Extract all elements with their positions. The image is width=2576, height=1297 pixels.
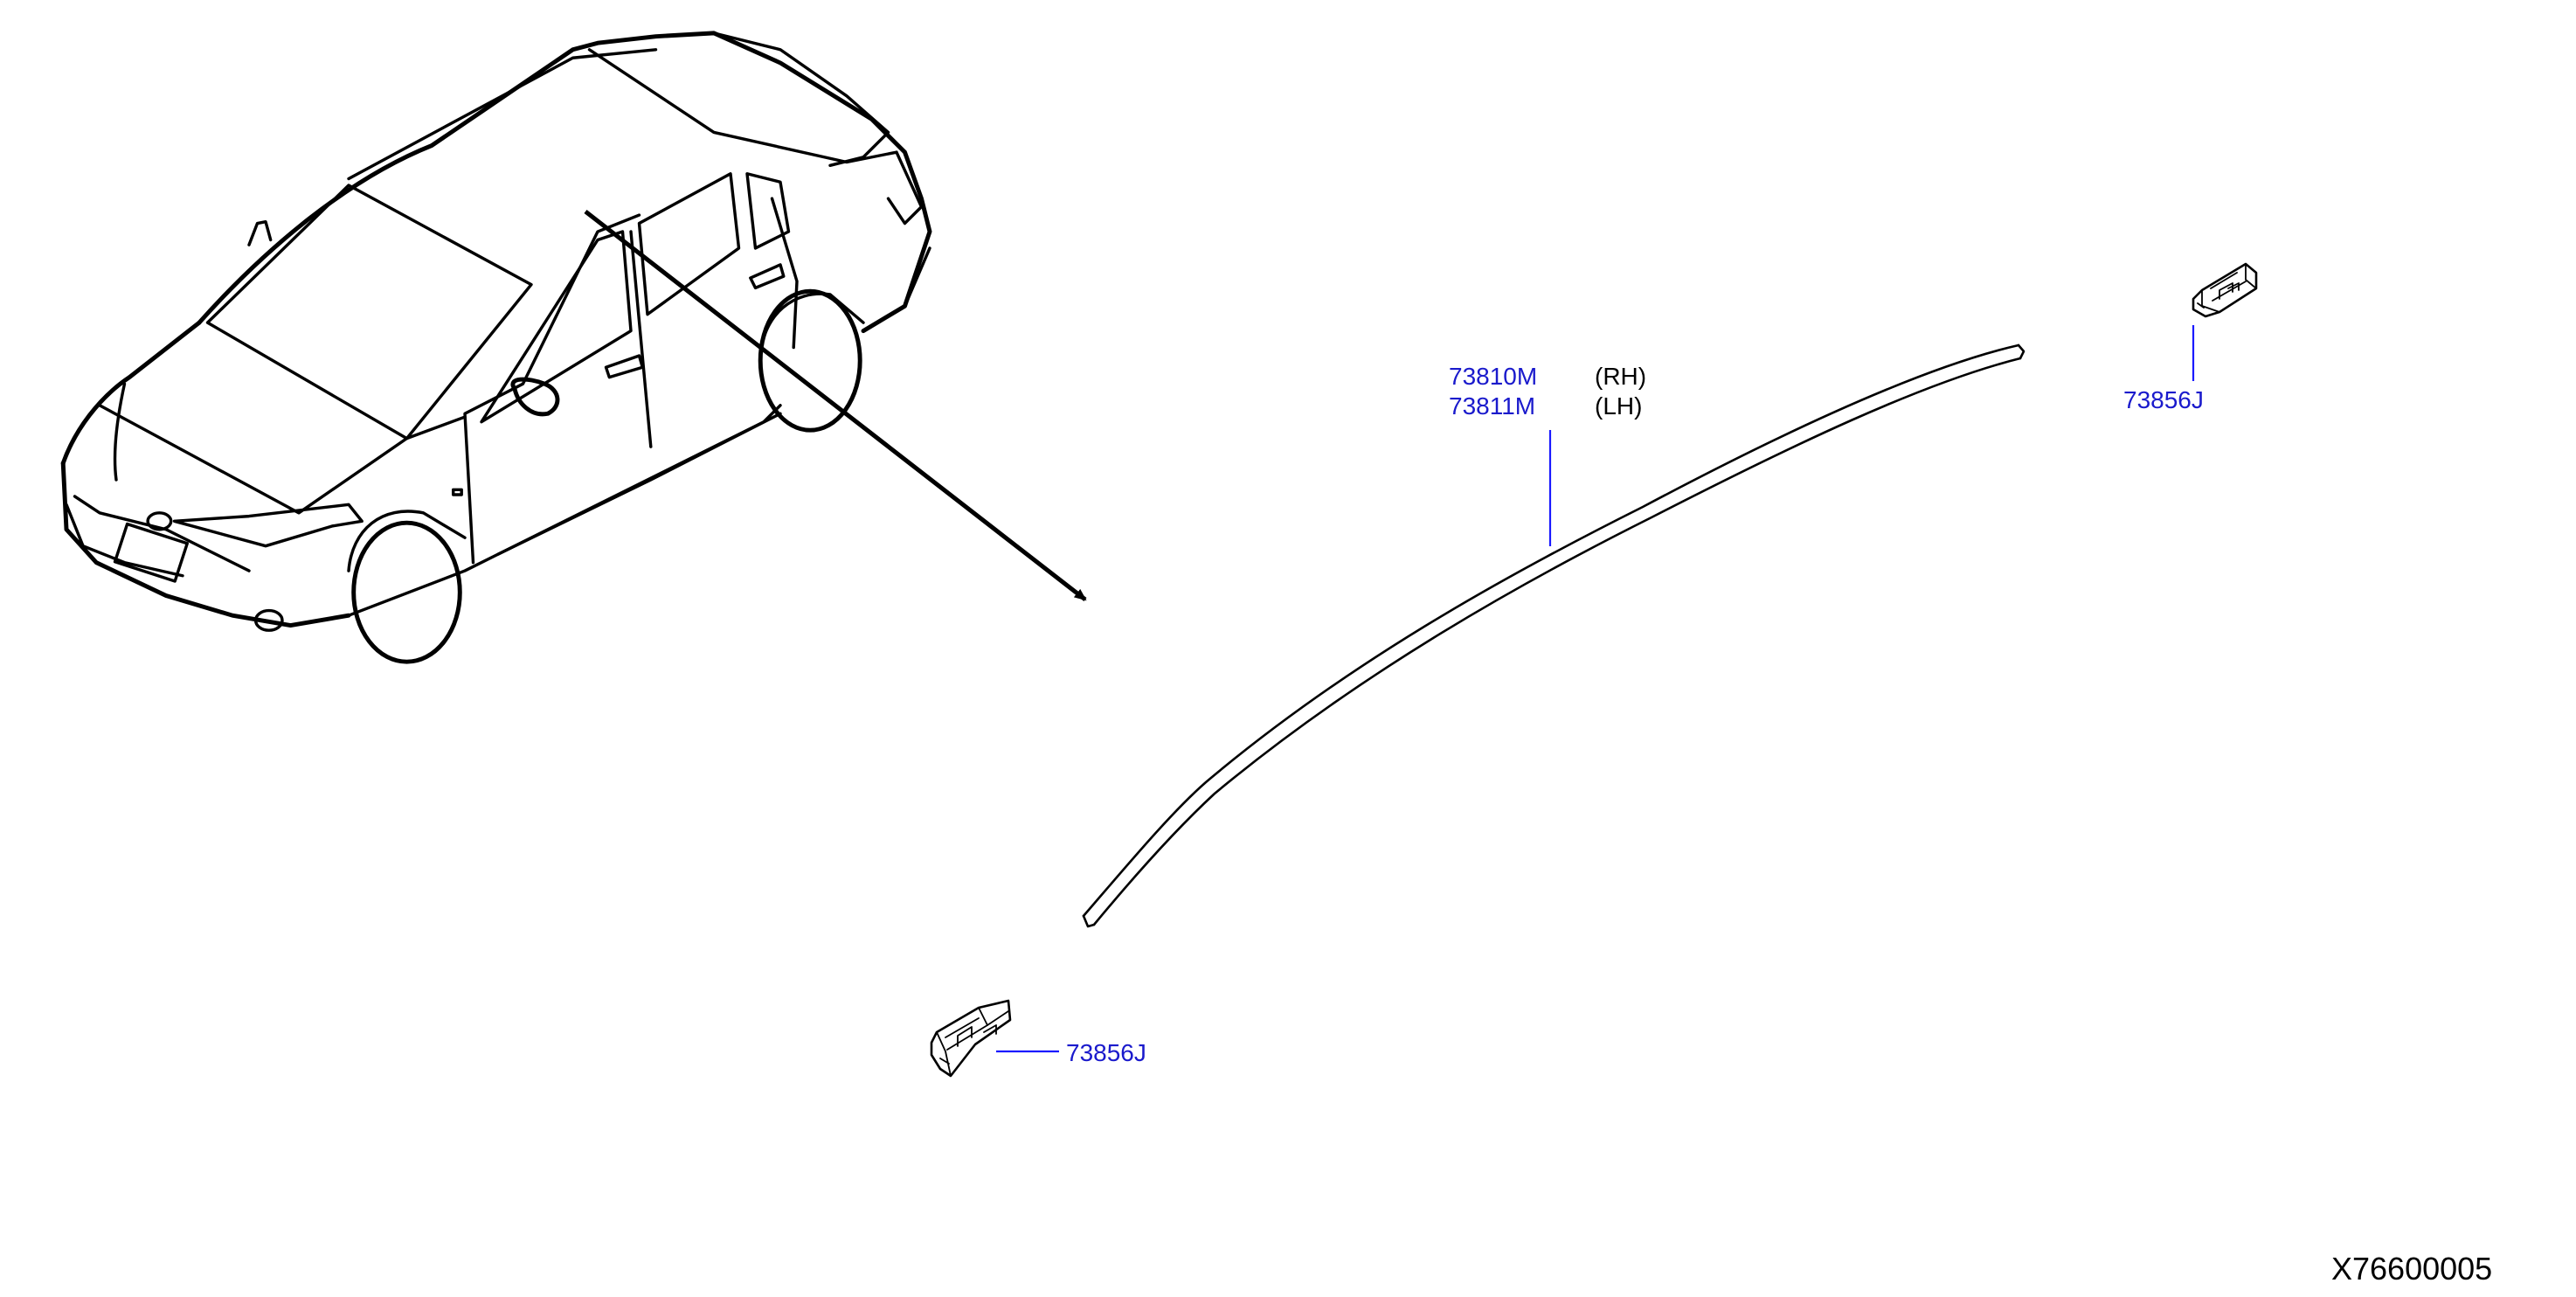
diagram-id: X76600005 — [2331, 1251, 2492, 1287]
roof-molding-drawing — [1082, 343, 2025, 928]
part-link-73810M[interactable]: 73810M — [1449, 363, 1537, 390]
direction-arrow — [584, 210, 1087, 601]
part-link-73811M[interactable]: 73811M — [1449, 392, 1535, 420]
vehicle-illustration — [60, 31, 932, 664]
side-label-lh: (LH) — [1595, 392, 1642, 420]
clip-drawing — [930, 999, 1012, 1078]
part-link-73856J-top[interactable]: 73856J — [2123, 386, 2204, 413]
part-link-73856J-bottom[interactable]: 73856J — [1066, 1039, 1146, 1066]
side-label-rh: (RH) — [1595, 363, 1646, 390]
clip-drawing — [2192, 262, 2258, 318]
